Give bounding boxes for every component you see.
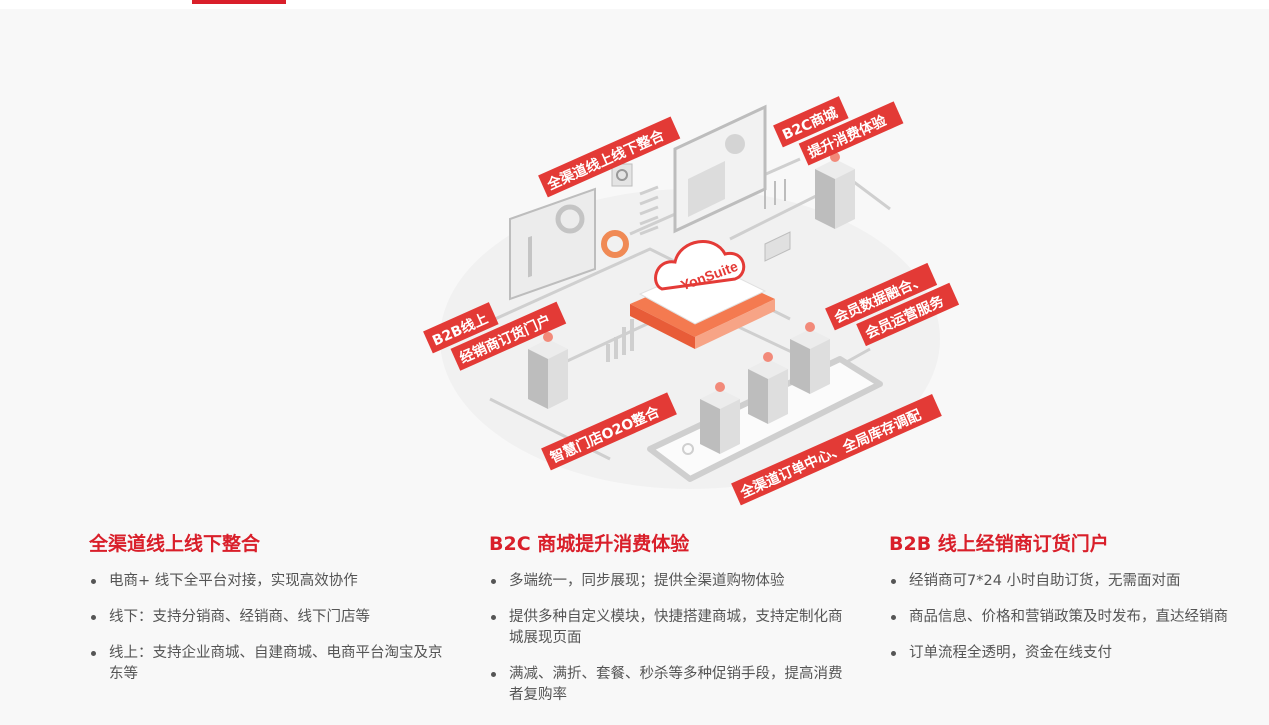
dashboard-monitor	[509, 187, 596, 301]
feature-item: 满减、满折、套餐、秒杀等多种促销手段，提高消费者复购率	[489, 664, 849, 706]
server-phone-2	[748, 352, 788, 424]
bullet-icon	[491, 579, 496, 584]
card-icon	[764, 231, 791, 262]
bullet-icon	[91, 651, 96, 656]
feature-title: B2C 商城提升消费体验	[489, 533, 690, 555]
feature-item: 商品信息、价格和营销政策及时发布，直达经销商	[889, 607, 1249, 628]
omnichannel-illustration: YonSuite	[400, 69, 980, 524]
feature-list: 多端统一，同步展现；提供全渠道购物体验 提供多种自定义模块，快捷搭建商城，支持定…	[489, 571, 849, 706]
feature-column-b2c: B2C 商城提升消费体验 多端统一，同步展现；提供全渠道购物体验 提供多种自定义…	[489, 531, 849, 721]
gear-icon	[611, 163, 633, 187]
feature-item: 线下：支持分销商、经销商、线下门店等	[89, 607, 449, 628]
bar-chart-icon	[606, 319, 634, 362]
bullet-icon	[91, 579, 96, 584]
svg-text:全渠道线上线下整合: 全渠道线上线下整合	[544, 126, 668, 194]
feature-item: 经销商可7*24 小时自助订货，无需面对面	[889, 571, 1249, 592]
feature-item: 电商+ 线下全平台对接，实现高效协作	[89, 571, 449, 592]
product-monitor	[673, 104, 767, 234]
feature-column-b2b: B2B 线上经销商订货门户 经销商可7*24 小时自助订货，无需面对面 商品信息…	[889, 531, 1249, 679]
bullet-icon	[891, 579, 896, 584]
server-phone-1	[700, 382, 740, 454]
bullet-icon	[491, 615, 496, 620]
server-left	[528, 332, 568, 409]
bullet-icon	[491, 672, 496, 677]
feature-list: 电商+ 线下全平台对接，实现高效协作 线下：支持分销商、经销商、线下门店等 线上…	[89, 571, 449, 685]
callout-omni-channel: 全渠道线上线下整合	[538, 116, 681, 198]
feature-title: 全渠道线上线下整合	[89, 533, 261, 555]
feature-item: 多端统一，同步展现；提供全渠道购物体验	[489, 571, 849, 592]
antenna-icons	[764, 179, 786, 209]
cloud-icon	[654, 240, 746, 291]
feature-item: 提供多种自定义模块，快捷搭建商城，支持定制化商城展现页面	[489, 607, 849, 649]
feature-list: 经销商可7*24 小时自助订货，无需面对面 商品信息、价格和营销政策及时发布，直…	[889, 571, 1249, 664]
document-lines	[639, 185, 659, 236]
feature-item: 订单流程全透明，资金在线支付	[889, 643, 1249, 664]
feature-title: B2B 线上经销商订货门户	[889, 533, 1109, 555]
bullet-icon	[891, 615, 896, 620]
active-tab-indicator	[192, 0, 286, 4]
server-right-top	[815, 152, 855, 229]
server-phone-3	[790, 322, 830, 394]
pie-chart-icon	[601, 230, 629, 258]
bullet-icon	[891, 651, 896, 656]
solution-panel: YonSuite	[0, 9, 1269, 725]
feature-item: 线上：支持企业商城、自建商城、电商平台淘宝及京东等	[89, 643, 449, 685]
top-strip	[0, 0, 1269, 9]
feature-column-omni-channel: 全渠道线上线下整合 电商+ 线下全平台对接，实现高效协作 线下：支持分销商、经销…	[89, 531, 449, 700]
bullet-icon	[91, 615, 96, 620]
